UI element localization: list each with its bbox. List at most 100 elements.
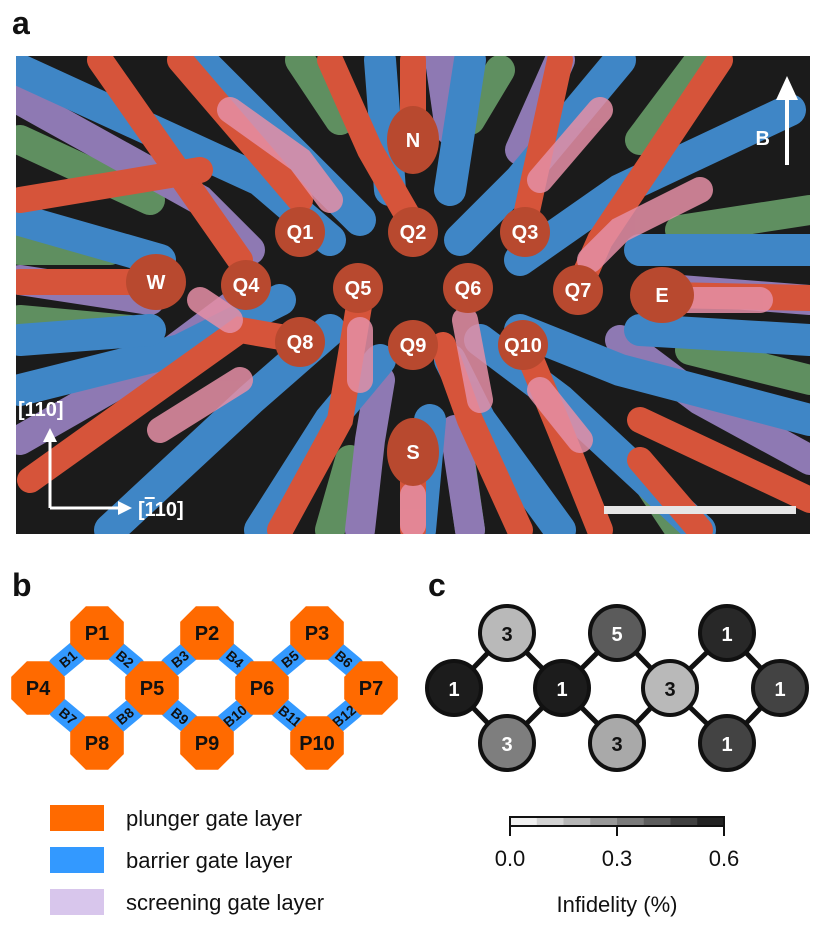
graph-node [478,714,536,772]
dot-pad-s [387,418,439,486]
colorbar-segment [643,817,671,826]
legend-label-1: barrier gate layer [126,848,292,873]
colorbar-label: Infidelity (%) [556,892,677,917]
graph-node-value: 3 [664,679,675,701]
graph-node [533,659,591,717]
plunger-label-p7: P7 [359,678,383,700]
graph-node-value: 3 [501,624,512,646]
colorbar-segment [510,817,538,826]
graph-node [698,604,756,662]
plunger-label-p4: P4 [26,678,51,700]
panel-label-c: c [428,567,446,603]
dot-label-q8: Q8 [287,332,314,354]
plunger-p6 [235,661,289,715]
colorbar-tick-label: 0.3 [602,846,633,871]
graph-node-value: 3 [611,734,622,756]
dot-pad-q5 [333,263,383,313]
axis-m110-label: [110] [138,499,184,521]
graph-node [698,714,756,772]
dot-label-q10: Q10 [504,335,542,357]
graph-node [641,659,699,717]
graph-node [478,604,536,662]
legend-label-0: plunger gate layer [126,806,302,831]
plunger-label-p2: P2 [195,623,219,645]
dot-label-q9: Q9 [400,335,427,357]
quantum-dot-pads [126,106,694,486]
graph-node [751,659,809,717]
dot-label-q2: Q2 [400,222,427,244]
dot-label-e: E [655,285,668,307]
plunger-p8 [70,716,124,770]
graph-node [588,604,646,662]
gate-legend: plunger gate layer barrier gate layer scre… [50,805,324,915]
dot-label-q3: Q3 [512,222,539,244]
panel-label-a: a [12,5,30,41]
plunger-label-p6: P6 [250,678,274,700]
b-field-arrow: B [756,76,798,165]
graph-node [588,714,646,772]
axis-m110-bar: 1 [145,499,156,521]
scale-bar [604,506,796,514]
colorbar-segment [536,817,564,826]
overlap-highlights [147,97,773,534]
plunger-p7 [344,661,398,715]
infidelity-graph: 3 5 1 1 1 3 1 3 3 1 [425,604,809,772]
dot-label-q6: Q6 [455,278,482,300]
dot-label-n: N [406,130,420,152]
graph-node-value: 1 [556,679,567,701]
dot-pad-q8 [275,317,325,367]
dot-pad-n [387,106,439,174]
axis-110-label: [110] [18,399,64,421]
dot-label-q7: Q7 [565,280,592,302]
graph-node-value: 1 [774,679,785,701]
dot-pad-q10 [498,320,548,370]
legend-swatch-1 [50,847,104,873]
panel-label-b: b [12,567,32,603]
dot-pad-q3 [500,207,550,257]
colorbar-segment [590,817,618,826]
plunger-p1 [70,606,124,660]
graph-node-value: 1 [721,734,732,756]
plunger-label-p5: P5 [140,678,164,700]
dot-label-q5: Q5 [345,278,372,300]
b-field-label: B [756,128,770,150]
dot-pad-q2 [388,207,438,257]
graph-node [425,659,483,717]
plunger-label-p3: P3 [305,623,329,645]
dot-label-w: W [147,272,166,294]
crystal-axes: [110] [110] [18,399,184,521]
graph-node-value: 1 [448,679,459,701]
plunger-p9 [180,716,234,770]
plunger-label-p9: P9 [195,733,219,755]
colorbar-segment [563,817,591,826]
graph-node-value: 3 [501,734,512,756]
plunger-p5 [125,661,179,715]
legend-swatch-2 [50,889,104,915]
graph-node-value: 5 [611,624,622,646]
plunger-label-p10: P10 [299,733,335,755]
graph-node-value: 1 [721,624,732,646]
plunger-label-p1: P1 [85,623,109,645]
dot-label-q1: Q1 [287,222,314,244]
plunger-label-p8: P8 [85,733,109,755]
dot-pad-q9 [388,320,438,370]
dot-pad-w [126,254,186,310]
dot-pad-q1 [275,207,325,257]
colorbar-segment [617,817,645,826]
colorbar-segment [670,817,698,826]
infidelity-colorbar: 0.0 0.3 0.6 Infidelity (%) [495,816,740,917]
plunger-p2 [180,606,234,660]
colorbar-tick-label: 0.0 [495,846,526,871]
legend-label-2: screening gate layer [126,890,324,915]
dot-pad-q4 [221,260,271,310]
legend-swatch-0 [50,805,104,831]
colorbar-tick-label: 0.6 [709,846,740,871]
dot-pad-q7 [553,265,603,315]
dot-label-q4: Q4 [233,275,261,297]
dot-pad-q6 [443,263,493,313]
colorbar-segment [697,817,725,826]
dot-label-s: S [406,442,419,464]
dot-pad-e [630,267,694,323]
